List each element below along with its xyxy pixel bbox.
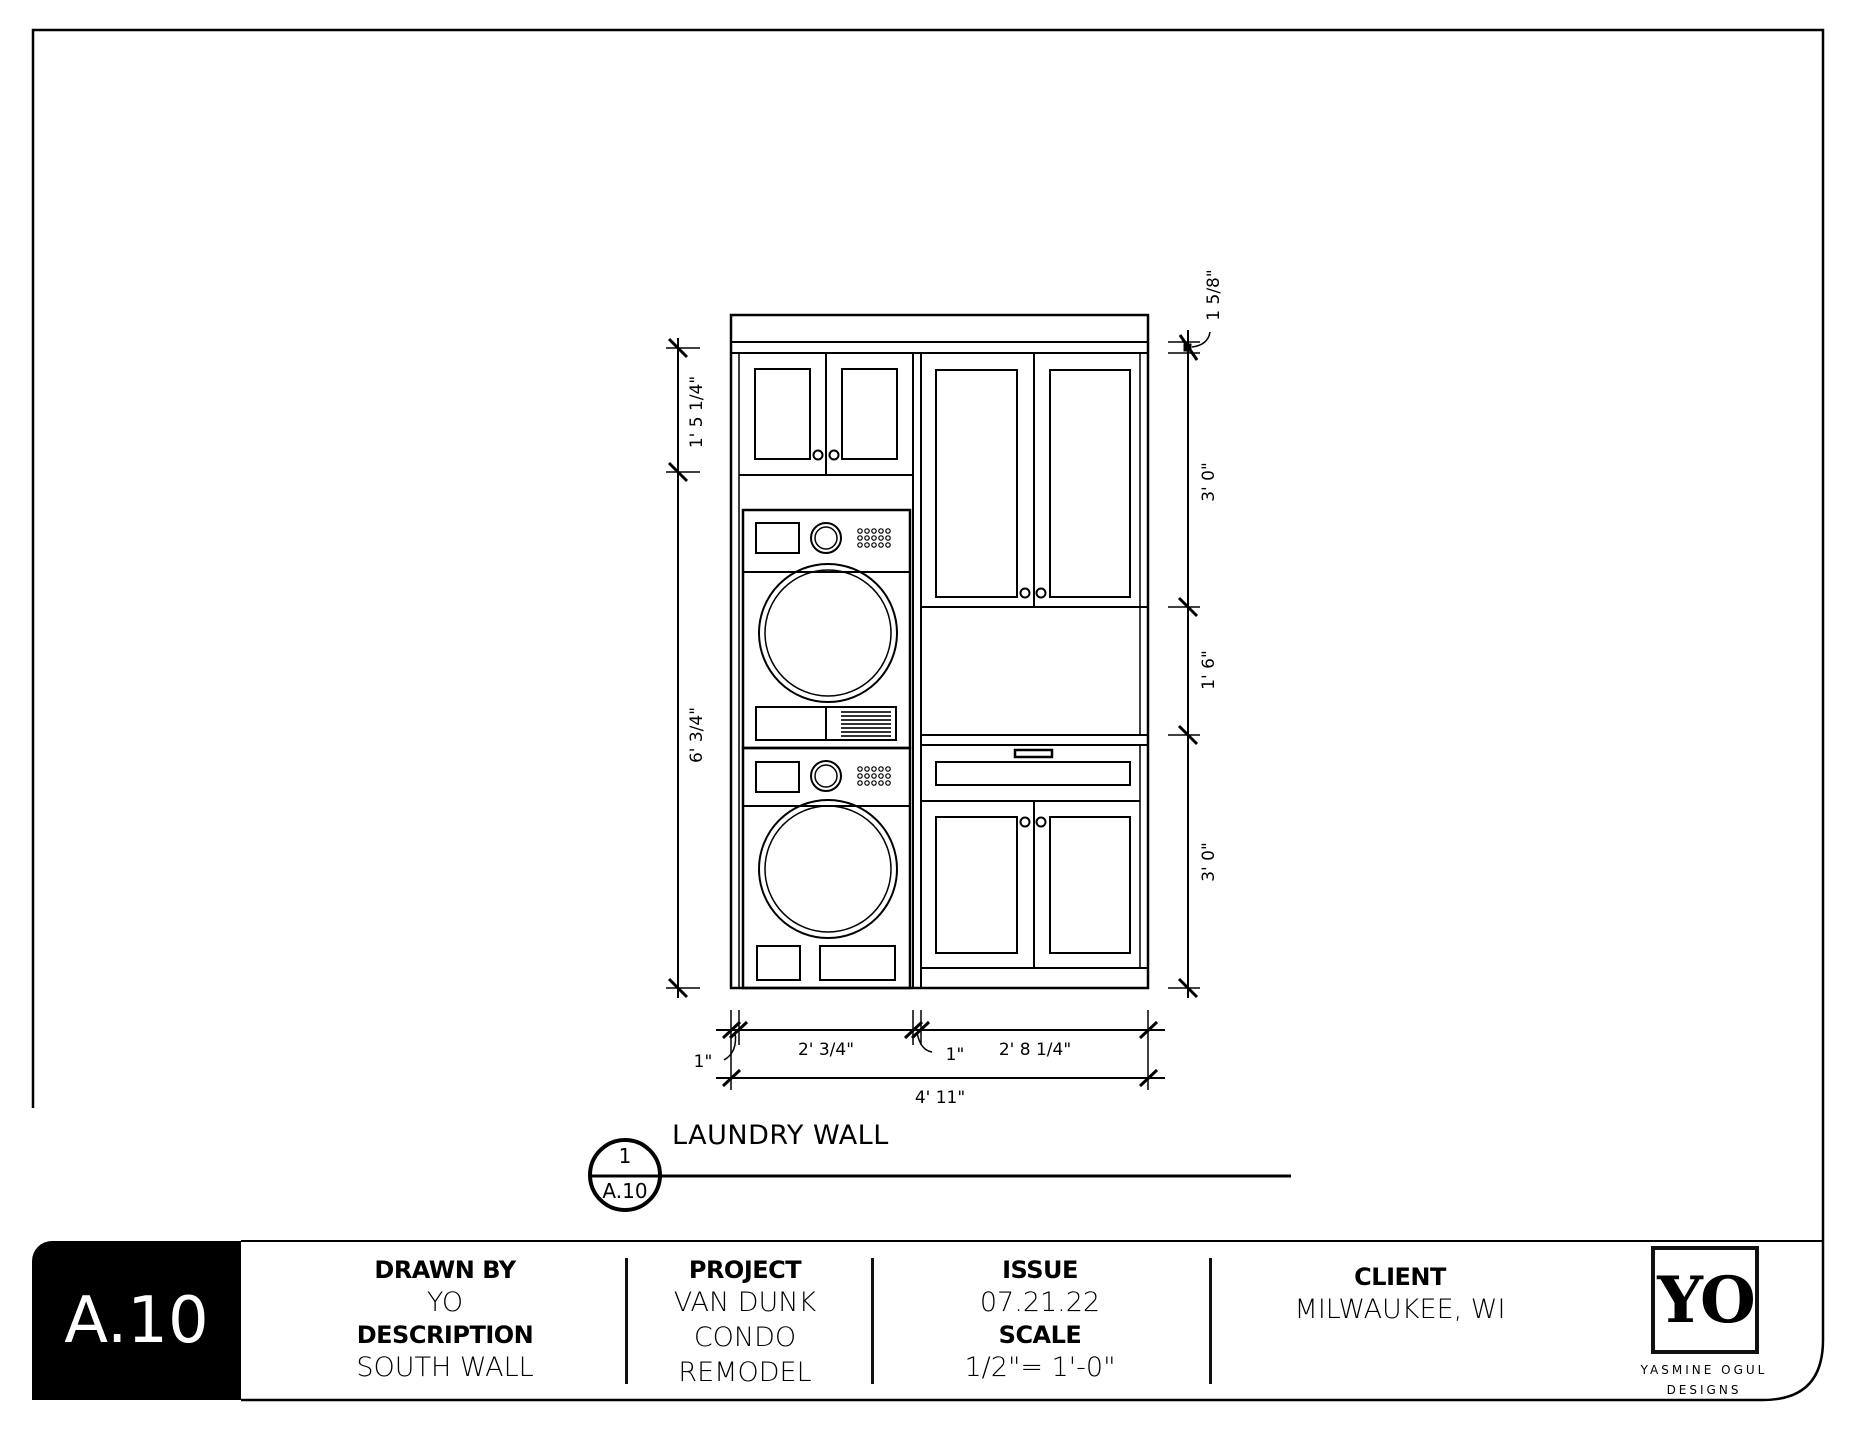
title-block-divider — [871, 1258, 874, 1384]
dim-left-upper: 1' 5 1/4" — [687, 376, 707, 448]
dim-right-upper: 3' 0" — [1199, 462, 1219, 502]
project-line2: CONDO — [693, 1322, 797, 1353]
dim-right-small: 1 5/8" — [1204, 269, 1224, 320]
base-cabinet — [921, 734, 1148, 969]
dim-bottom-right-width: 2' 8 1/4" — [999, 1040, 1071, 1060]
scale-value: 1/2"= 1'-0" — [964, 1352, 1116, 1383]
knob-icon — [1035, 587, 1047, 599]
description-label: DESCRIPTION — [356, 1321, 534, 1349]
drawn-by-label: DRAWN BY — [374, 1256, 516, 1284]
logo-mark: YO — [1651, 1246, 1759, 1354]
tall-cabinet-upper-right — [921, 353, 1148, 608]
laundry-wall-elevation — [729, 313, 1150, 990]
title-block-divider — [625, 1258, 628, 1384]
knob-icon — [812, 449, 824, 461]
logo-line1: YASMINE OGUL — [1640, 1363, 1768, 1377]
project-section: PROJECT VAN DUNK CONDO REMODEL — [640, 1255, 850, 1390]
knob-icon — [1019, 816, 1031, 828]
view-title-bubble — [588, 1138, 1291, 1212]
vent-grille-icon — [841, 711, 891, 737]
button-grid-icon — [857, 766, 891, 786]
client-value: MILWAUKEE, WI — [1294, 1294, 1506, 1325]
dimension-left — [666, 337, 700, 999]
issue-value: 07.21.22 — [979, 1287, 1101, 1318]
title-block-divider — [1209, 1258, 1212, 1384]
sheet-number: A.10 — [32, 1241, 241, 1400]
client-section: CLIENT MILWAUKEE, WI — [1270, 1262, 1530, 1327]
dimension-right — [1168, 330, 1211, 999]
stacked-dryer — [741, 508, 912, 750]
stacked-washer — [741, 746, 912, 990]
view-number: 1 — [618, 1144, 632, 1168]
knob-icon — [828, 449, 840, 461]
button-grid-icon — [857, 528, 891, 548]
dim-left-lower: 6' 3/4" — [687, 707, 707, 763]
project-line3: REMODEL — [678, 1357, 812, 1388]
view-sheet-ref: A.10 — [602, 1179, 648, 1203]
knob-icon — [1035, 816, 1047, 828]
dim-overall-width: 4' 11" — [915, 1088, 965, 1108]
dim-bottom-left-gap: 1" — [694, 1052, 713, 1072]
dim-right-middle: 1' 6" — [1199, 650, 1219, 690]
project-line1: VAN DUNK — [673, 1287, 817, 1318]
drawn-by-section: DRAWN BY YO DESCRIPTION SOUTH WALL — [330, 1255, 560, 1385]
issue-label: ISSUE — [1002, 1256, 1078, 1284]
description-value: SOUTH WALL — [356, 1352, 534, 1383]
issue-section: ISSUE 07.21.22 SCALE 1/2"= 1'-0" — [920, 1255, 1160, 1385]
drawn-by-value: YO — [426, 1287, 464, 1318]
drawer-pull-icon — [1013, 748, 1054, 759]
dim-bottom-left-width: 2' 3/4" — [798, 1040, 854, 1060]
knob-icon — [1019, 587, 1031, 599]
view-title: LAUNDRY WALL — [672, 1120, 889, 1151]
logo-line2: DESIGNS — [1666, 1383, 1742, 1397]
dimension-bottom — [716, 1010, 1165, 1090]
dim-right-lower: 3' 0" — [1199, 842, 1219, 882]
project-label: PROJECT — [688, 1256, 802, 1284]
dim-bottom-mid-gap: 1" — [946, 1045, 965, 1065]
client-label: CLIENT — [1354, 1263, 1446, 1291]
upper-cabinet-left — [739, 353, 913, 476]
scale-label: SCALE — [998, 1321, 1082, 1349]
sheet-frame — [31, 28, 1825, 1402]
